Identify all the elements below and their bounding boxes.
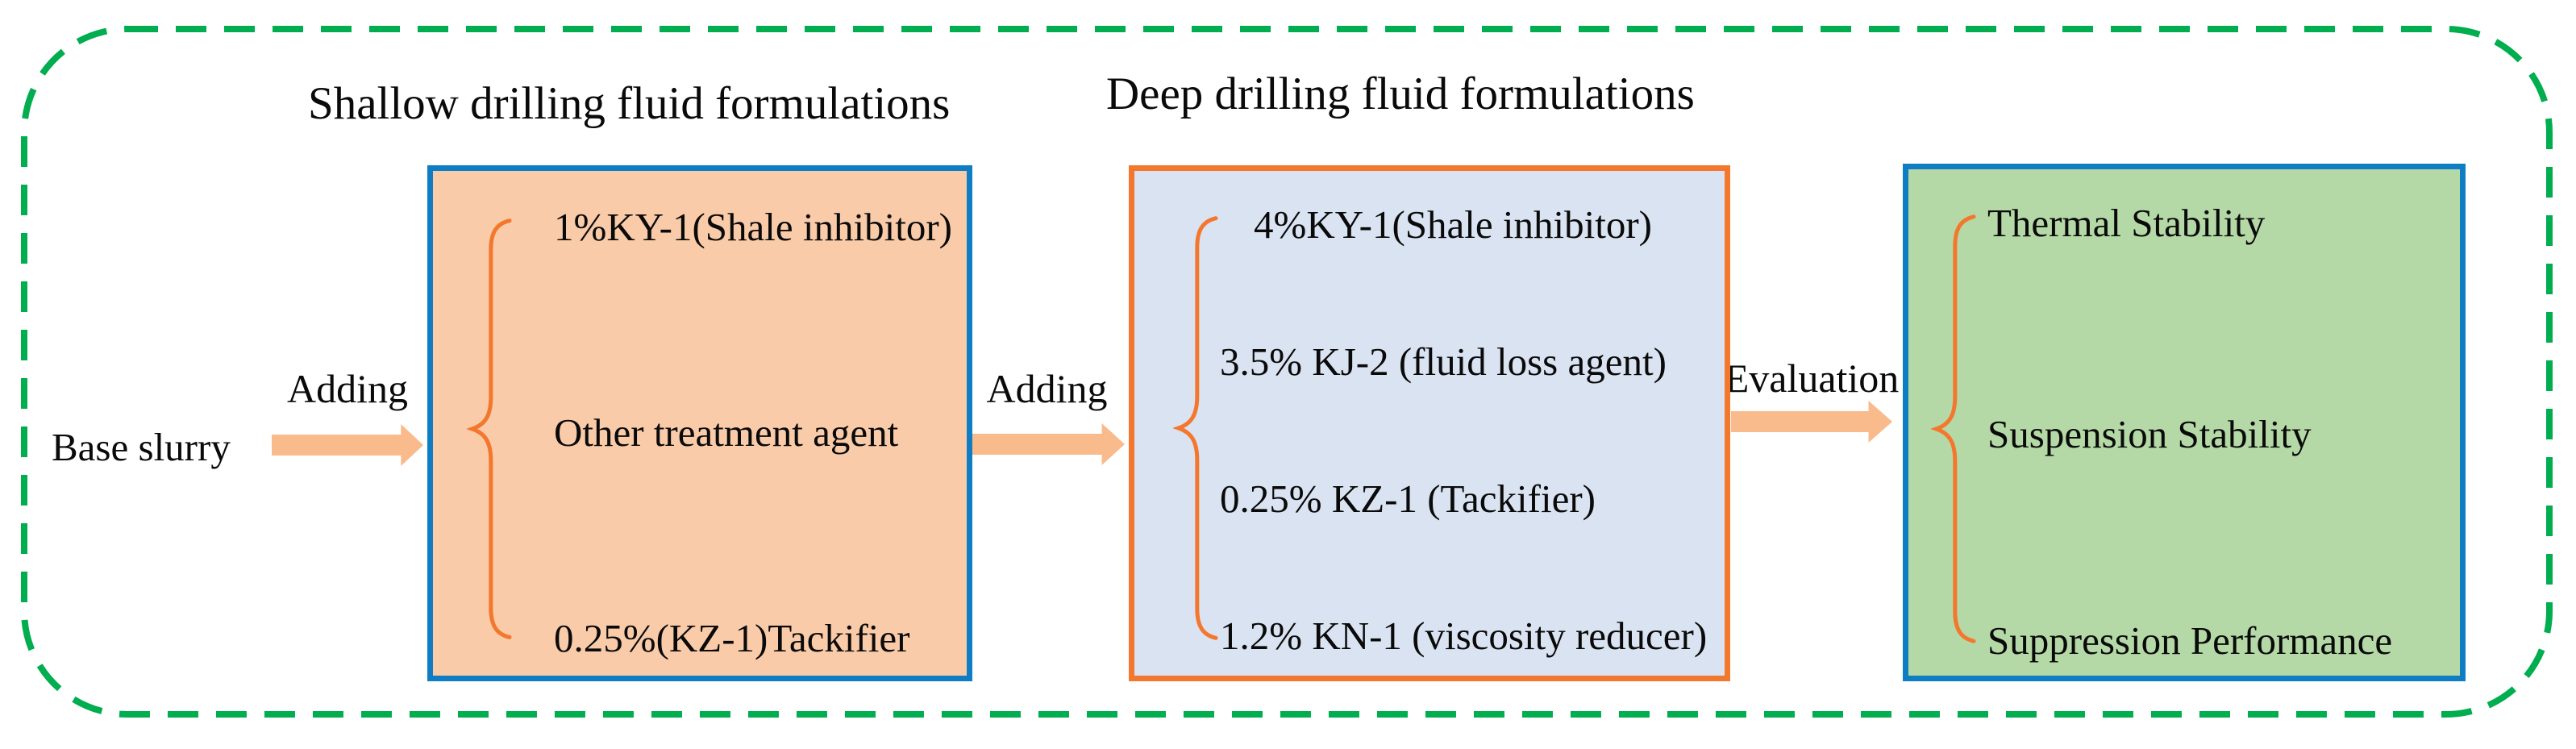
formulation-item: 1.2% KN-1 (viscosity reducer)	[1220, 613, 1708, 658]
curly-brace-icon	[1931, 212, 1978, 646]
curly-brace-icon	[1173, 214, 1220, 643]
shallow-formulation-box: 1%KY-1(Shale inhibitor) Other treatment …	[427, 165, 972, 681]
flow-arrow-icon	[969, 423, 1125, 465]
evaluation-item: Suspension Stability	[1987, 411, 2312, 456]
adding-label-1: Adding	[287, 366, 408, 411]
evaluation-label: Evaluation	[1724, 356, 1900, 401]
flow-arrow-icon	[1731, 401, 1892, 443]
flow-arrow-icon	[272, 424, 423, 466]
formulation-item: 3.5% KJ-2 (fluid loss agent)	[1220, 339, 1667, 384]
base-slurry-label: Base slurry	[52, 425, 231, 469]
evaluation-box: Thermal Stability Suspension Stability S…	[1903, 164, 2466, 681]
evaluation-item: Thermal Stability	[1987, 200, 2266, 245]
formulation-item: Other treatment agent	[554, 410, 899, 455]
formulation-item: 4%KY-1(Shale inhibitor)	[1254, 202, 1652, 247]
formulation-item: 0.25% KZ-1 (Tackifier)	[1220, 476, 1596, 521]
curly-brace-icon	[467, 216, 514, 642]
evaluation-item: Suppression Performance	[1987, 618, 2393, 663]
deep-section-title: Deep drilling fluid formulations	[1106, 69, 1695, 119]
adding-label-2: Adding	[986, 366, 1108, 411]
shallow-section-title: Shallow drilling fluid formulations	[308, 78, 951, 129]
formulation-item: 1%KY-1(Shale inhibitor)	[554, 204, 952, 249]
formulation-item: 0.25%(KZ-1)Tackifier	[554, 615, 910, 660]
deep-formulation-box: 4%KY-1(Shale inhibitor) 3.5% KJ-2 (fluid…	[1129, 165, 1730, 681]
